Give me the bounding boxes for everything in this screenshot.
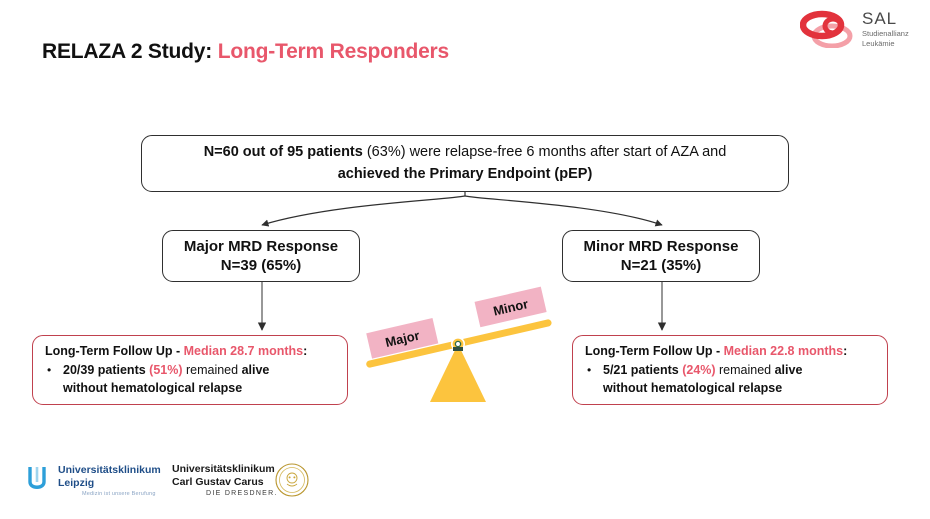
page-title-highlight: Long-Term Responders [217,40,449,63]
bullet-marker-icon: • [587,363,592,378]
right-followup-mid: remained [715,363,775,378]
sal-logo: SAL Studienallianz Leukämie [800,8,922,50]
minor-mrd-response-box: Minor MRD Response N=21 (35%) [562,230,760,282]
right-followup-bullet-text: 5/21 patients (24%) remained alive withou… [603,362,802,398]
sal-rings-icon [800,10,853,48]
leipzig-line2: Leipzig [58,477,95,489]
left-followup-bullet: • 20/39 patients (51%) remained alive wit… [45,362,269,398]
dresden-line2: Carl Gustav Carus [172,476,264,488]
connector-to-minor [464,195,663,227]
dresden-tagline: DIE DRESDNER. [206,490,278,497]
right-followup-alive: alive [774,363,803,378]
right-followup-median: Median 22.8 months [723,344,844,359]
leipzig-tagline: Medizin ist unsere Berufung [82,491,156,497]
left-followup-mid: remained [182,363,242,378]
leipzig-line1: Universitätsklinikum [58,464,161,476]
right-followup-heading: Long-Term Follow Up - Median 22.8 months… [585,342,847,361]
left-followup-line2: without hematological relapse [63,380,243,395]
major-mrd-response-box: Major MRD Response N=39 (65%) [162,230,360,282]
dresden-line1: Universitätsklinikum [172,463,275,475]
right-followup-heading-label: Long-Term Follow Up - [585,344,724,359]
seesaw-fulcrum-icon [430,344,486,402]
primary-endpoint-box: N=60 out of 95 patients (63%) were relap… [141,135,789,192]
right-followup-bullet: • 5/21 patients (24%) remained alive with… [585,362,802,398]
right-followup-heading-colon: : [843,344,848,359]
sal-logo-subtitle-line2: Leukämie [862,38,895,48]
left-followup-heading-colon: : [303,344,308,359]
page-title-primary: RELAZA 2 Study: [42,40,213,63]
major-mrd-title: Major MRD Response [183,237,339,255]
page-title: RELAZA 2 Study: Long-Term Responders [42,40,449,64]
major-mrd-count: N=39 (65%) [220,257,302,274]
left-followup-box: Long-Term Follow Up - Median 28.7 months… [32,335,348,405]
seesaw-right-block [474,286,547,328]
left-followup-alive: alive [241,363,270,378]
left-followup-heading-label: Long-Term Follow Up - [45,344,184,359]
seesaw-illustration: Major Minor [366,286,552,402]
left-followup-percent: (51%) [149,363,183,378]
left-followup-bullet-text: 20/39 patients (51%) remained alive witho… [63,362,269,398]
minor-mrd-title: Minor MRD Response [583,237,739,255]
bullet-marker-icon: • [47,363,52,378]
right-followup-percent: (24%) [682,363,716,378]
left-followup-patients: 20/39 patients [63,363,150,378]
primary-endpoint-line1: N=60 out of 95 patients (63%) were relap… [204,142,727,163]
right-followup-line2: without hematological relapse [603,380,783,395]
primary-endpoint-count: N=60 out of 95 patients [203,144,363,161]
dresden-logo: Universitätsklinikum Carl Gustav Carus D… [172,460,317,502]
seesaw-left-block [366,318,439,359]
left-followup-median: Median 28.7 months [183,344,304,359]
primary-endpoint-line1-rest: (63%) were relapse-free 6 months after s… [362,144,727,161]
sal-logo-name: SAL [862,9,898,28]
left-followup-heading: Long-Term Follow Up - Median 28.7 months… [45,342,307,361]
right-followup-patients: 5/21 patients [603,363,683,378]
leipzig-logo: Universitätsklinikum Leipzig Medizin ist… [24,461,174,501]
right-followup-box: Long-Term Follow Up - Median 22.8 months… [572,335,888,405]
leipzig-mark-icon [28,467,46,489]
connector-to-major [261,195,466,227]
sal-logo-subtitle: Studienallianz Leukämie [862,29,909,49]
primary-endpoint-line2: achieved the Primary Endpoint (pEP) [337,165,593,182]
minor-mrd-count: N=21 (35%) [620,257,702,274]
dresden-seal-icon [275,463,309,497]
sal-logo-subtitle-line1: Studienallianz [862,29,909,38]
